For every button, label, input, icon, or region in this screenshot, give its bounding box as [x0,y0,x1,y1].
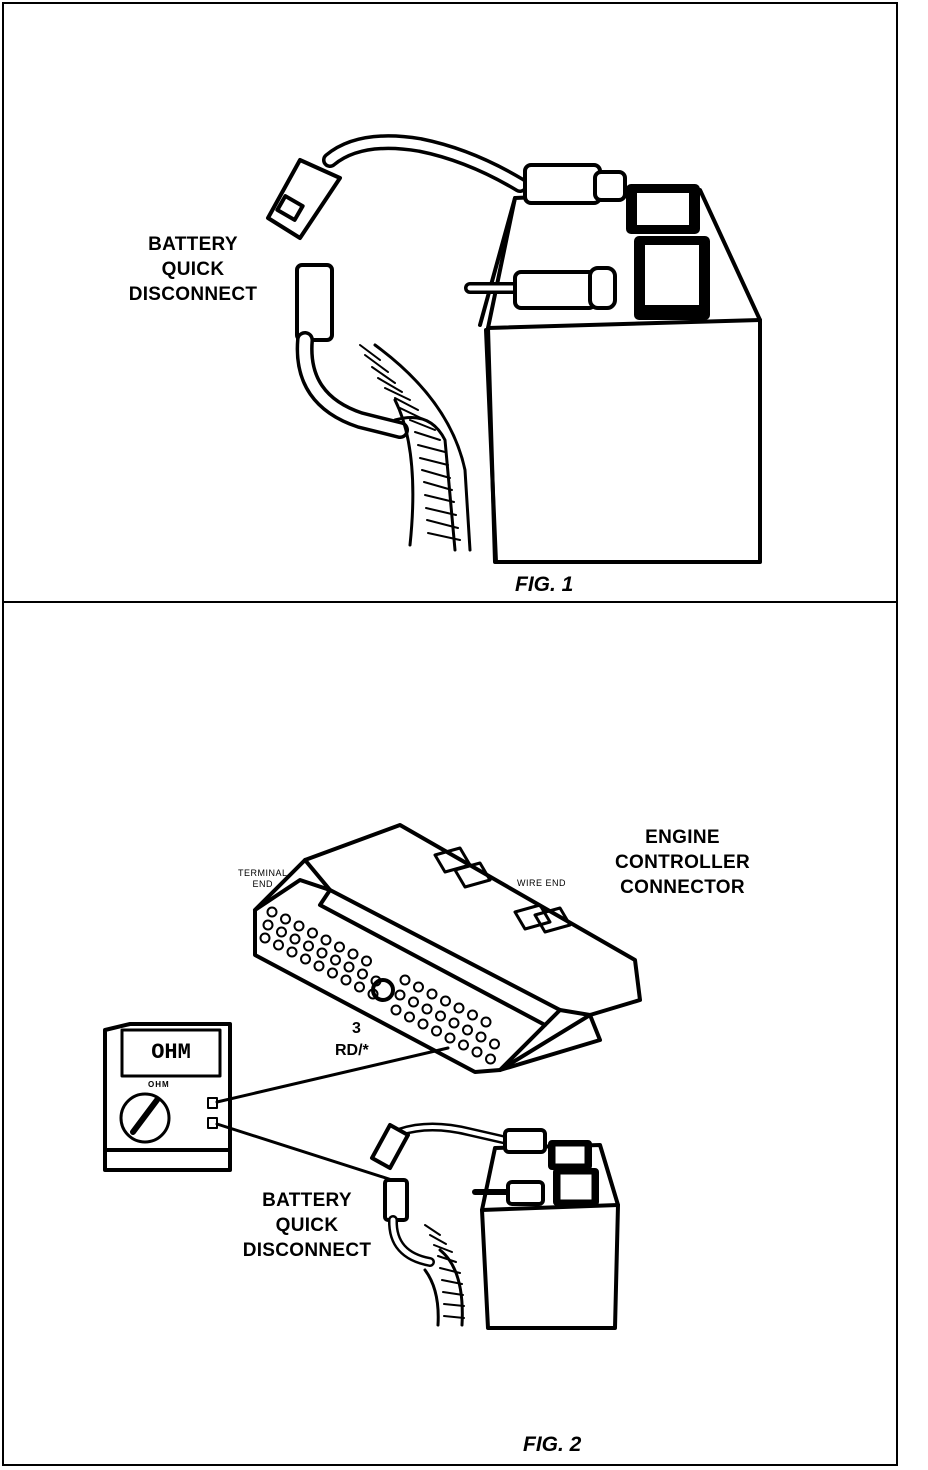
connector-pin [340,974,352,986]
meter-display: OHM [151,1040,191,1065]
connector-pin [343,961,355,973]
connector-pin [266,906,278,918]
fig1-positive-cable [266,134,627,240]
connector-pin [367,988,379,1000]
connector-pin [303,940,314,952]
figure-divider [2,601,898,603]
connector-pin [357,968,368,980]
connector-pin [404,1011,415,1023]
fig2-ohmmeter [103,1022,232,1172]
connector-pin [300,953,311,965]
connector-pin [431,1025,442,1037]
connector-pin [453,1002,465,1014]
engine-controller-connector-label: ENGINE CONTROLLER CONNECTOR [600,825,765,900]
fig1-label-line1: BATTERY [148,234,238,255]
connector-pin [458,1039,469,1051]
fig2-label-line3: DISCONNECT [242,1240,372,1261]
fig1-label-line2: QUICK [161,259,225,280]
connector-pin [370,975,382,987]
terminal-end-label: TERMINAL END [238,868,288,890]
meter-dial-label: OHM [148,1080,170,1089]
fig1-label-line3: DISCONNECT [128,284,258,305]
fig1-quick-disconnect [295,263,472,552]
connector-pin [327,967,338,979]
connector-pin [448,1017,460,1029]
connector-pin [462,1024,473,1036]
connector-pin [480,1016,492,1028]
connector-pin [435,1010,446,1022]
connector-pin [293,920,305,932]
terminal-end-line1: TERMINAL [238,868,288,878]
fig2-battery-quick-disconnect-label: BATTERY QUICK DISCONNECT [232,1188,382,1263]
connector-pin [489,1038,500,1050]
connector-pin [390,1004,402,1016]
connector-pin [330,954,341,966]
connector-pin [471,1046,483,1058]
connector-pin [485,1053,496,1065]
connector-pin [475,1031,487,1043]
fig2-label-line2: QUICK [275,1215,339,1236]
fig1-battery [478,184,762,564]
connector-pin [280,913,291,925]
connector-pin [417,1018,429,1030]
connector-pin [421,1003,433,1015]
connector-pin [413,981,424,993]
connector-label-line1: ENGINE [645,827,720,848]
fig1-negative-cable [464,266,617,310]
connector-pin [262,919,274,931]
connector-pin [408,996,419,1008]
connector-pin [444,1032,456,1044]
connector-pin [347,948,359,960]
connector-label-line3: CONNECTOR [620,877,745,898]
fig2-caption: FIG. 2 [523,1433,582,1456]
connector-pin [361,955,372,967]
fig2-connector-pins [259,906,500,1065]
wire-end-label: WIRE END [517,878,566,888]
fig2-battery [370,1122,620,1330]
connector-pin [313,960,325,972]
connector-pin [440,995,451,1007]
fig1-wire-harness [359,344,461,541]
connector-pin [399,974,411,986]
connector-pin [394,989,406,1001]
fig1-caption: FIG. 1 [515,573,574,596]
connector-pin [276,926,287,938]
connector-pin [316,947,328,959]
fig1-battery-quick-disconnect-label: BATTERY QUICK DISCONNECT [118,232,268,307]
connector-pin [320,934,332,946]
fig2-wire-harness [424,1224,465,1319]
connector-pin [334,941,345,953]
connector-pin [307,927,318,939]
connector-pin [259,932,271,944]
connector-pin [426,988,438,1000]
fig2-test-leads [215,1046,450,1182]
pin-number-label: 3 [352,1020,361,1037]
wire-color-label: RD/* [335,1042,369,1059]
connector-label-line2: CONTROLLER [615,852,750,873]
fig2-connector [253,823,642,1074]
terminal-end-line2: END [252,879,274,889]
connector-pin [286,946,298,958]
connector-pin [273,939,284,951]
connector-pin [289,933,301,945]
connector-pin [354,981,365,993]
fig2-label-line1: BATTERY [262,1190,352,1211]
page-frame [2,2,898,1466]
connector-pin [467,1009,478,1021]
